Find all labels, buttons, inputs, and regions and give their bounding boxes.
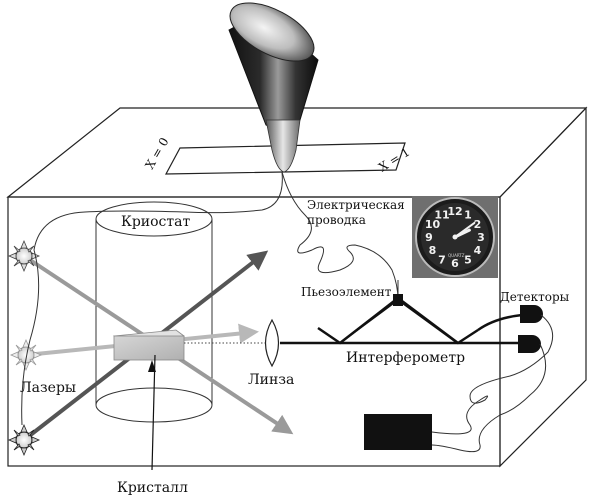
label-x0: X = 0 xyxy=(142,135,171,171)
clock-number: 6 xyxy=(451,257,459,270)
label-cryostat: Криостат xyxy=(121,214,190,230)
label-crystal: Кристалл xyxy=(117,480,188,496)
label-interferometer: Интерферометр xyxy=(346,350,465,366)
laser-source-top xyxy=(7,239,41,273)
clock-number: 11 xyxy=(434,209,449,222)
label-wiring-1: Электрическая xyxy=(307,198,405,212)
wire-detector-upper xyxy=(431,314,554,435)
clock-number: 4 xyxy=(474,244,482,257)
clock-number: 7 xyxy=(438,254,446,267)
clock-center-pin xyxy=(452,234,458,240)
label-piezo: Пьезоэлемент xyxy=(301,285,392,299)
clock-number: 9 xyxy=(425,231,433,244)
label-wiring-2: проводка xyxy=(307,213,366,227)
wire-detector-lower xyxy=(431,343,547,453)
clock-number: 5 xyxy=(464,254,472,267)
laser-source-middle xyxy=(9,338,43,372)
lens xyxy=(264,318,280,368)
detector-upper xyxy=(520,305,543,323)
crystal-pointer xyxy=(151,354,156,471)
box-side-face xyxy=(499,106,587,468)
interferometer-arm-inner xyxy=(339,299,458,344)
clock-number: 2 xyxy=(474,218,482,231)
label-lasers: Лазеры xyxy=(20,380,76,396)
crystal xyxy=(112,329,186,361)
label-lens: Линза xyxy=(248,372,294,388)
clock-number: 12 xyxy=(447,205,462,218)
clock-brand: QUARTZ xyxy=(448,253,465,258)
clock-number: 8 xyxy=(429,244,437,257)
crystal-pointer-arrowhead xyxy=(148,360,156,372)
electronics-box xyxy=(364,414,432,450)
interferometer-output-upper xyxy=(477,313,523,332)
enclosure-box xyxy=(6,106,588,468)
piezo-element xyxy=(393,294,403,306)
clock-number: 1 xyxy=(464,209,472,222)
clock-number: 10 xyxy=(425,218,441,231)
clock-minute-hand xyxy=(454,221,476,238)
laser-source-bottom xyxy=(7,423,41,457)
clock-number: 3 xyxy=(477,231,485,244)
wire-to-lasers xyxy=(33,171,283,251)
detectors xyxy=(518,305,543,353)
label-detectors: Детекторы xyxy=(500,290,570,304)
funnel-source xyxy=(228,2,319,173)
wire-lasers xyxy=(21,249,40,426)
wire-to-piezo xyxy=(281,171,399,301)
detector-lower xyxy=(518,335,541,353)
